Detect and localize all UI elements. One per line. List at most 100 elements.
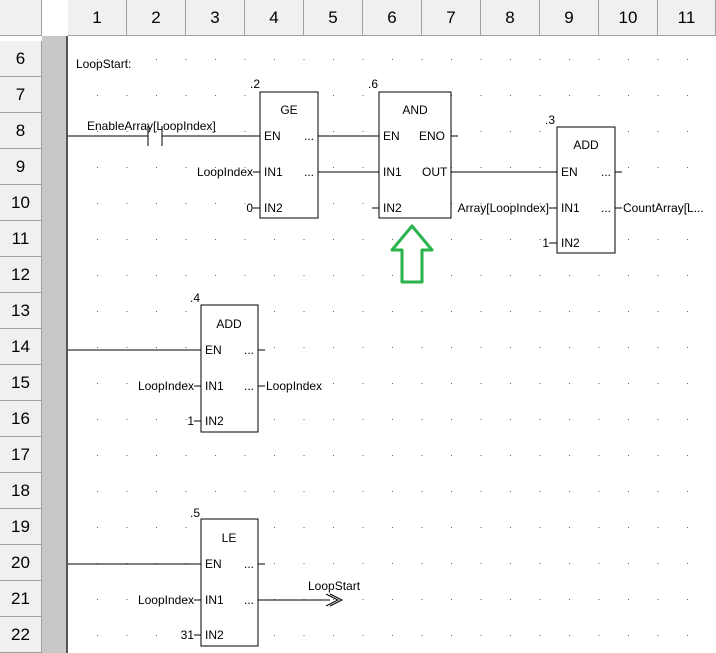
grid-dot	[598, 455, 600, 456]
grid-dot	[362, 167, 364, 168]
grid-dot	[126, 131, 128, 132]
le-in2-pin: IN2	[205, 628, 224, 642]
grid-dot	[392, 347, 393, 348]
grid-dot	[480, 59, 482, 60]
column-header-10[interactable]: 10	[599, 0, 658, 36]
rung-3: LE EN IN1 IN2 ... ... .5 LoopIndex 31 Lo…	[68, 506, 361, 647]
grid-dot	[510, 275, 511, 276]
grid-dot	[303, 239, 305, 240]
grid-dot	[569, 527, 570, 528]
row-header-16[interactable]: 16	[0, 401, 42, 437]
column-header-8[interactable]: 8	[481, 0, 540, 36]
grid-dot	[215, 239, 216, 240]
add-block-4[interactable]: ADD EN IN1 IN2 ... ...	[200, 304, 259, 433]
add3-out-dots: ...	[601, 201, 611, 215]
grid-dot	[539, 275, 541, 276]
le-in1-pin: IN1	[205, 593, 224, 607]
le-block[interactable]: LE EN IN1 IN2 ... ...	[200, 518, 259, 647]
grid-dot	[244, 203, 246, 204]
grid-dot	[480, 491, 482, 492]
row-header-15[interactable]: 15	[0, 365, 42, 401]
grid-dot	[539, 419, 541, 420]
grid-dot	[569, 563, 570, 564]
le-en-pin: EN	[205, 557, 222, 571]
ge-block[interactable]: GE EN IN1 IN2 ... ...	[259, 91, 319, 219]
grid-dot	[362, 527, 364, 528]
and-block[interactable]: AND EN ENO IN1 OUT IN2	[378, 91, 452, 219]
grid-dot	[687, 419, 688, 420]
column-header-1[interactable]: 1	[68, 0, 127, 36]
grid-dot	[362, 275, 364, 276]
row-header-8[interactable]: 8	[0, 113, 42, 149]
grid-dot	[421, 311, 423, 312]
grid-dot	[421, 455, 423, 456]
grid-dot	[97, 635, 98, 636]
jump-arrow-icon	[325, 593, 340, 607]
grid-dot	[480, 383, 482, 384]
grid-dot	[362, 599, 364, 600]
grid-dot	[303, 311, 305, 312]
row-header-6[interactable]: 6	[0, 41, 42, 77]
contact-variable-label: EnableArray[LoopIndex]	[87, 119, 216, 133]
column-header-4[interactable]: 4	[245, 0, 304, 36]
grid-dot	[657, 275, 659, 276]
rung-1: EnableArray[LoopIndex] GE EN IN1 IN2 ...…	[68, 77, 704, 284]
grid-dot	[185, 383, 187, 384]
add4-block-number: .4	[190, 291, 200, 305]
jump-loopstart[interactable]: LoopStart	[258, 579, 361, 607]
row-header-7[interactable]: 7	[0, 77, 42, 113]
add4-in2-variable: 1	[187, 414, 194, 428]
column-header-3[interactable]: 3	[186, 0, 245, 36]
and-in2-pin: IN2	[383, 201, 402, 215]
grid-dot	[539, 347, 541, 348]
row-header-11[interactable]: 11	[0, 221, 42, 257]
grid-dot	[539, 167, 541, 168]
grid-dot	[569, 455, 570, 456]
column-header-5[interactable]: 5	[304, 0, 363, 36]
add-block-3[interactable]: ADD EN IN1 IN2 ... ...	[556, 126, 616, 254]
row-header-19[interactable]: 19	[0, 509, 42, 545]
row-header-14[interactable]: 14	[0, 329, 42, 365]
add3-in1-pin: IN1	[561, 201, 580, 215]
grid-dot	[421, 419, 423, 420]
row-header-12[interactable]: 12	[0, 257, 42, 293]
grid-dot	[657, 347, 659, 348]
row-header-21[interactable]: 21	[0, 581, 42, 617]
add4-out-variable: LoopIndex	[266, 379, 322, 393]
and-out-variable: Array[LoopIndex]	[458, 201, 549, 215]
row-header-17[interactable]: 17	[0, 437, 42, 473]
grid-dot	[156, 599, 157, 600]
and-out-pin: OUT	[422, 165, 448, 179]
grid-dot	[362, 491, 364, 492]
grid-dot	[510, 239, 511, 240]
grid-dot	[362, 203, 364, 204]
column-header-9[interactable]: 9	[540, 0, 599, 36]
column-header-11[interactable]: 11	[658, 0, 716, 36]
grid-dot	[657, 59, 659, 60]
grid-dot	[333, 527, 334, 528]
row-header-18[interactable]: 18	[0, 473, 42, 509]
column-header-7[interactable]: 7	[422, 0, 481, 36]
grid-dot	[628, 455, 629, 456]
grid-dot	[362, 635, 364, 636]
grid-dot	[539, 95, 541, 96]
grid-dot	[97, 275, 98, 276]
grid-dot	[362, 455, 364, 456]
row-header-10[interactable]: 10	[0, 185, 42, 221]
row-header-20[interactable]: 20	[0, 545, 42, 581]
column-header-2[interactable]: 2	[127, 0, 186, 36]
grid-dot	[628, 59, 629, 60]
row-header-9[interactable]: 9	[0, 149, 42, 185]
grid-dot	[510, 167, 511, 168]
row-header-13[interactable]: 13	[0, 293, 42, 329]
grid-dot	[657, 527, 659, 528]
grid-dot	[687, 599, 688, 600]
grid-dot	[215, 455, 216, 456]
grid-dot	[510, 383, 511, 384]
grid-dot	[569, 419, 570, 420]
grid-dot	[362, 419, 364, 420]
column-header-6[interactable]: 6	[363, 0, 422, 36]
grid-dot	[539, 203, 541, 204]
grid-dot	[451, 419, 452, 420]
grid-dot	[126, 59, 128, 60]
